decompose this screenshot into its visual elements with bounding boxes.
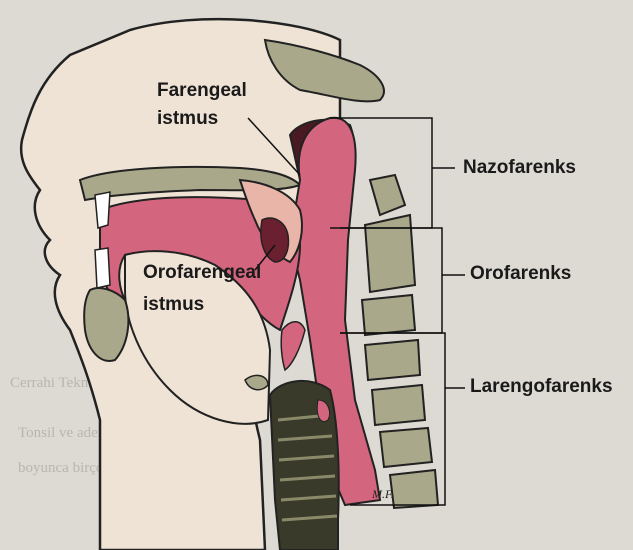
vertebra-5: [372, 385, 425, 425]
upper-tooth: [95, 192, 110, 228]
label-oropharyngeal-isthmus-1: Orofarengeal: [143, 262, 261, 284]
label-pharyngeal-isthmus-2: istmus: [157, 108, 218, 130]
vertebra-4: [365, 340, 420, 380]
lower-tooth: [95, 248, 110, 288]
vertebra-1: [370, 175, 405, 215]
vertebra-7: [390, 470, 438, 508]
label-nasopharynx: Nazofarenks: [463, 157, 576, 179]
vertebra-2: [365, 215, 415, 292]
vertebra-6: [380, 428, 432, 467]
label-pharyngeal-isthmus-1: Farengeal: [157, 80, 247, 102]
epiglottis: [281, 322, 305, 370]
label-oropharynx: Orofarenks: [470, 263, 571, 285]
cervical-spine: [362, 175, 438, 508]
label-oropharyngeal-isthmus-2: istmus: [143, 294, 204, 316]
artist-signature: M.F.: [372, 487, 394, 502]
label-laryngopharynx: Larengofarenks: [470, 376, 613, 398]
vertebra-3: [362, 295, 415, 335]
